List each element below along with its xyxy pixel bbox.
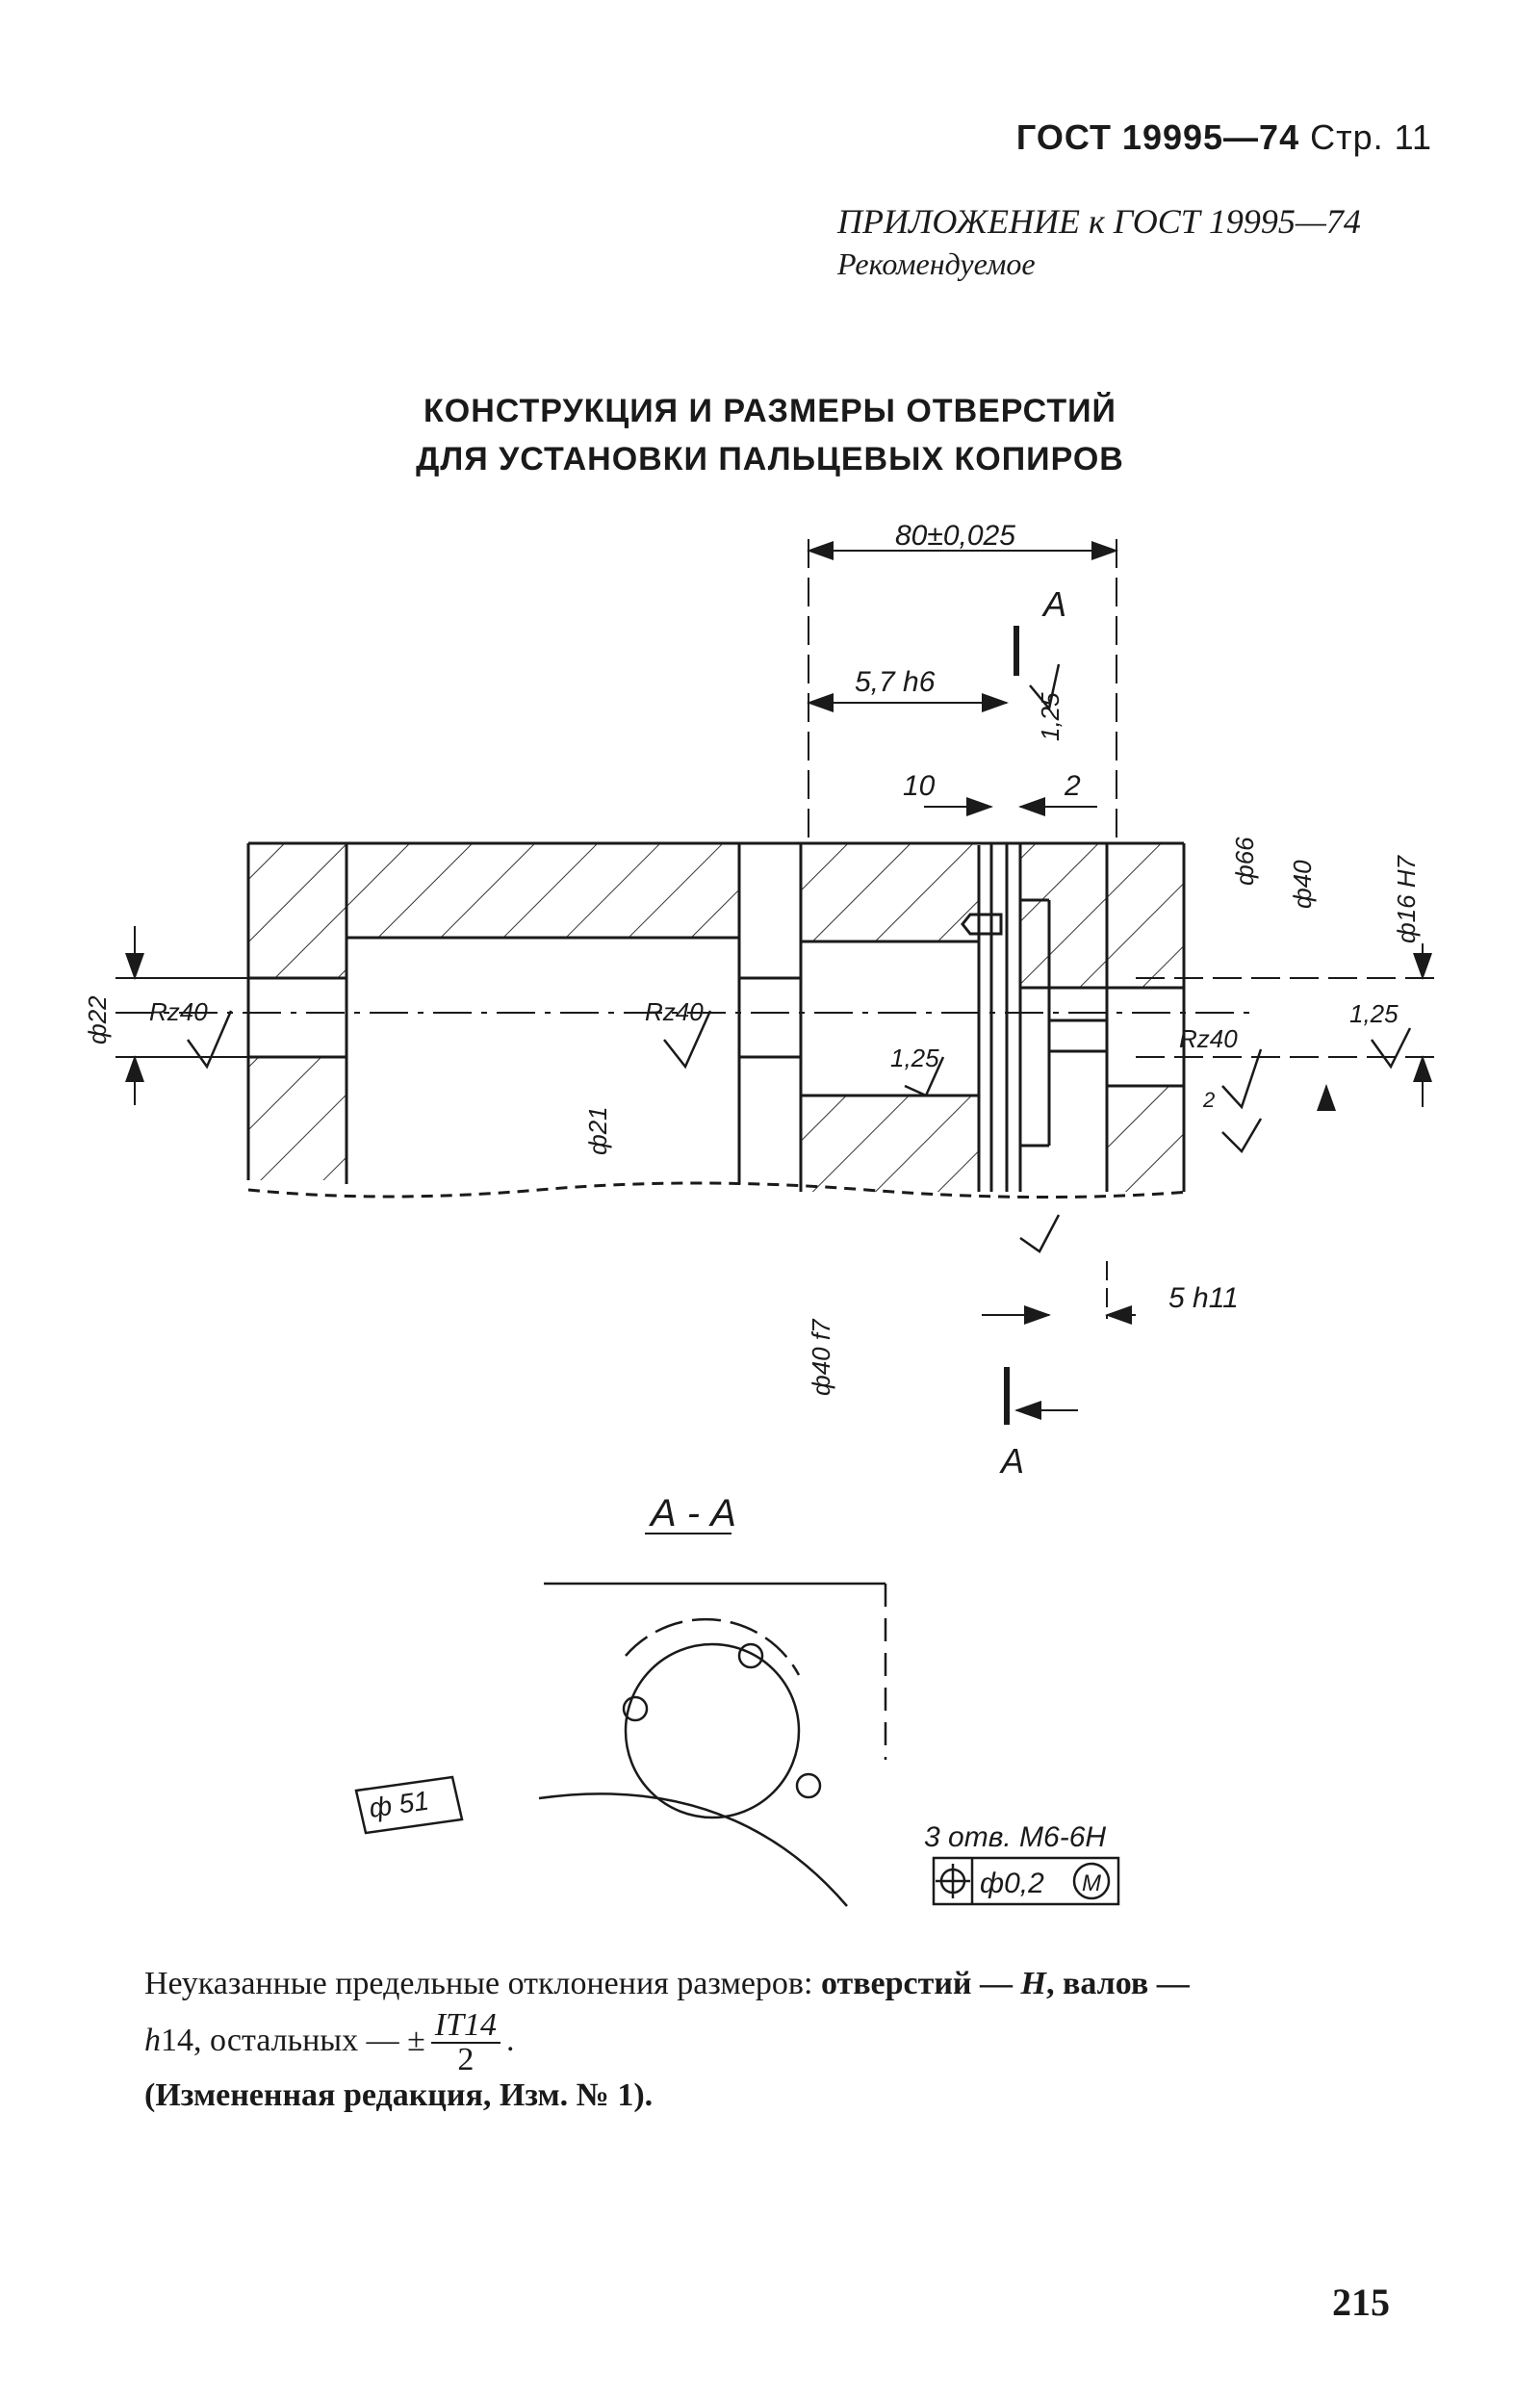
appendix-block: ПРИЛОЖЕНИЕ к ГОСТ 19995—74 Рекомендуемое (837, 200, 1361, 285)
position-tolerance: ф0,2 (980, 1868, 1044, 1899)
rz-right: Rz40 (1179, 1024, 1238, 1053)
dim-10: 10 (903, 770, 936, 802)
dia-66: ф66 (1230, 837, 1259, 886)
rough-125-right: 1,25 (1349, 999, 1399, 1028)
dim-57: 5,7 h6 (855, 666, 936, 698)
technical-drawing: 80±0,025 А 5,7 h6 1,25 10 2 ф66 ф40 ф16 … (83, 520, 1444, 1907)
section-title-line2: ДЛЯ УСТАНОВКИ ПАЛЬЦЕВЫХ КОПИРОВ (416, 441, 1124, 477)
appendix-subtitle: Рекомендуемое (837, 246, 1036, 281)
note-text-c: , валов — (1045, 1966, 1190, 2001)
note-text-f: . (506, 2022, 515, 2058)
dim-80: 80±0,025 (895, 520, 1015, 552)
part-body (116, 841, 1251, 1199)
rough-small: 2 (1202, 1088, 1215, 1112)
holes-note: 3 отв. М6-6Н (924, 1821, 1106, 1853)
tolerance-note: Неуказанные предельные отклонения размер… (144, 1959, 1424, 2076)
standard-header: ГОСТ 19995—74 Стр. 11 (1016, 117, 1432, 158)
section-mark-bottom: А (999, 1441, 1024, 1481)
section-title-line1: КОНСТРУКЦИЯ И РАЗМЕРЫ ОТВЕРСТИЙ (424, 393, 1116, 429)
rough-125-top: 1,25 (1036, 692, 1065, 741)
dim-5h11: 5 h11 (1168, 1282, 1239, 1314)
dia-21: ф21 (583, 1106, 612, 1155)
dia-16: ф16 H7 (1392, 854, 1421, 943)
fraction-denominator: 2 (457, 2042, 475, 2077)
tolerance-modifier: M (1082, 1870, 1101, 1896)
note-text-d: h (144, 2022, 161, 2058)
note-text-b: отверстий — (820, 1966, 1021, 2001)
dim-2: 2 (1064, 770, 1081, 802)
dimension-lines (116, 539, 1444, 1425)
note-hole-symbol: H (1020, 1966, 1046, 2001)
note-text-e: 14, остальных — ± (161, 2022, 425, 2058)
note-text-a: Неуказанные предельные отклонения размер… (144, 1966, 821, 2001)
section-title: КОНСТРУКЦИЯ И РАЗМЕРЫ ОТВЕРСТИЙ ДЛЯ УСТА… (0, 387, 1540, 483)
section-mark-top: А (1041, 584, 1066, 624)
edit-note: (Измененная редакция, Изм. № 1). (144, 2077, 654, 2113)
page-label: Стр. 11 (1310, 117, 1432, 157)
dia-40: ф40 (1288, 860, 1317, 909)
dia-22: ф22 (83, 995, 112, 1044)
rz-mid: Rz40 (645, 997, 704, 1026)
rz-left: Rz40 (149, 997, 208, 1026)
standard-code: ГОСТ 19995—74 (1015, 117, 1300, 157)
section-view-label: А - А (649, 1492, 736, 1534)
rough-125-mid: 1,25 (890, 1044, 939, 1072)
dia-40-bottom: ф40 f7 (807, 1318, 835, 1396)
page-number: 215 (1332, 2281, 1390, 2324)
appendix-title: ПРИЛОЖЕНИЕ к ГОСТ 19995—74 (837, 202, 1361, 241)
section-view-aa (354, 1533, 1120, 1907)
dia-51: ф 51 (368, 1786, 431, 1823)
fraction-numerator: IT14 (430, 2009, 501, 2044)
roughness-marks (186, 663, 1412, 1253)
